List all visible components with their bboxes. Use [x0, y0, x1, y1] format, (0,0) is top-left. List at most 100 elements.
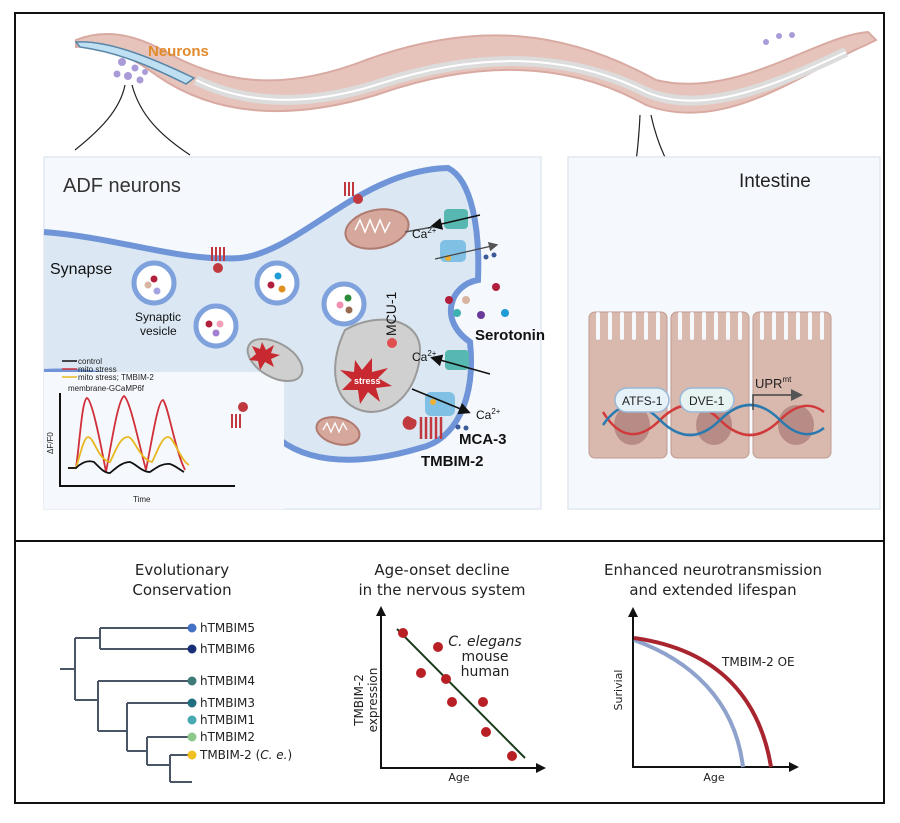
y-axis-arrow-icon	[628, 607, 638, 617]
tree-leaf-label: hTMBIM4	[200, 674, 255, 688]
lifespan-axes	[632, 616, 790, 768]
species-human: human	[461, 664, 510, 680]
tmbim-domain	[353, 194, 363, 204]
tmbim2-oe-label: TMBIM-2 OE	[721, 655, 795, 669]
ca-label: Ca2+	[412, 226, 437, 241]
decline-data-point	[416, 668, 426, 678]
trace-control	[68, 460, 185, 474]
lifespan-ylabel: Surivial	[612, 670, 625, 711]
tree-leaf-label: hTMBIM1	[200, 713, 255, 727]
tree-leaf-label: TMBIM-2 (C. e.)	[199, 748, 292, 762]
x-axis-arrow-icon	[789, 762, 799, 772]
mitochondrion-healthy	[344, 208, 410, 250]
tree-leaf-dot	[187, 698, 197, 708]
intestine-panel	[567, 156, 881, 510]
inset-axes	[59, 393, 235, 487]
synaptic-vesicle	[254, 260, 300, 306]
mca3-pump	[411, 388, 471, 431]
tree-leaf-dot	[187, 676, 197, 686]
mca3-pump	[434, 240, 499, 262]
trace-tmbim2	[68, 436, 190, 469]
mcu1-label: MCU-1	[383, 291, 399, 336]
y-axis-arrow-icon	[376, 606, 386, 616]
lifespan-title-line2: and extended lifespan	[629, 581, 796, 599]
upr-mt-label: UPRmt	[755, 375, 792, 391]
survival-curve-wildtype	[633, 638, 745, 768]
inset-xlabel: Time	[133, 495, 151, 504]
decline-data-point	[478, 697, 488, 707]
synaptic-vesicle	[321, 281, 367, 327]
legend-tmbim2: mito stress; TMBIM-2	[78, 373, 154, 382]
decline-data-point	[447, 697, 457, 707]
decline-axes	[380, 615, 537, 769]
lifespan-title-line1: Enhanced neurotransmission	[604, 561, 822, 579]
decline-ylabel-line1: TMBIM-2	[352, 674, 366, 727]
adf-neurons-title: ADF neurons	[63, 175, 181, 197]
microvilli	[596, 312, 824, 340]
upr-arrow	[752, 389, 803, 410]
evolution-title-line2: Conservation	[132, 581, 231, 599]
legend-mito-stress: mito stress	[78, 365, 117, 374]
synaptic-vesicle	[131, 260, 177, 306]
decline-title-line1: Age-onset decline	[374, 561, 509, 579]
stress-burst-icon	[340, 358, 392, 404]
lifespan-xlabel: Age	[703, 771, 725, 784]
trace-mito-stress	[68, 394, 186, 473]
tmbim2-label: TMBIM-2	[421, 453, 484, 470]
mcu1-channel	[387, 338, 397, 348]
inset-ylabel: ΔF/F0	[46, 432, 55, 454]
tree-leaf-label: hTMBIM5	[200, 621, 255, 635]
decline-data-point	[441, 674, 451, 684]
sensor-label: membrane-GCaMP6f	[68, 384, 145, 393]
tmbim-protein	[211, 182, 354, 428]
decline-data-point	[507, 751, 517, 761]
legend-control: control	[78, 357, 102, 366]
tree-leaf-label: hTMBIM3	[200, 696, 255, 710]
synapse-label: Synapse	[50, 261, 112, 278]
dve1-label: DVE-1	[689, 394, 725, 408]
calcium-trace-inset: control mito stress mito stress; TMBIM-2…	[46, 357, 235, 504]
adf-callout-line	[131, 84, 191, 156]
decline-data-point	[398, 628, 408, 638]
survival-curve-tmbim2-oe	[633, 636, 773, 768]
mitochondrion-healthy	[315, 416, 361, 446]
decline-xlabel: Age	[448, 771, 470, 784]
tmbim2-protein	[402, 416, 443, 439]
outer-frame	[14, 12, 885, 804]
mitochondrion-stressed	[246, 337, 304, 383]
tree-leaf-dot	[187, 644, 197, 654]
ca-label: Ca2+	[412, 349, 437, 364]
tree-leaf-label: hTMBIM2	[200, 730, 255, 744]
stress-burst-icon	[249, 342, 280, 370]
tmbim-domain	[238, 402, 248, 412]
tree-leaf-label: hTMBIM6	[200, 642, 255, 656]
phylogenetic-tree	[60, 627, 192, 783]
calcium-channel	[430, 350, 491, 375]
atfs1-label: ATFS-1	[622, 394, 663, 408]
worm-illustration	[74, 30, 878, 114]
atfs1-badge	[614, 387, 670, 413]
ca-label: Ca2+	[476, 407, 501, 422]
decline-data-point	[433, 642, 443, 652]
stress-label: stress	[354, 376, 381, 386]
dve1-badge	[679, 387, 735, 413]
serotonin-label: Serotonin	[475, 327, 545, 344]
tree-leaf-dot	[187, 715, 197, 725]
evolution-title-line1: Evolutionary	[135, 561, 229, 579]
tree-leaf-dot	[187, 732, 197, 742]
intestine-title: Intestine	[739, 171, 811, 192]
decline-title-line2: in the nervous system	[358, 581, 525, 599]
vesicle-label-line2: vesicle	[140, 324, 177, 338]
adf-callout-line	[74, 84, 126, 151]
vesicle-label-line1: Synaptic	[135, 310, 181, 324]
nucleus	[614, 405, 650, 445]
decline-trend-line	[396, 628, 526, 759]
calcium-channel	[404, 209, 481, 233]
neurons-label: Neurons	[148, 43, 209, 60]
tree-leaf-dot	[187, 623, 197, 633]
mca3-label: MCA-3	[459, 431, 507, 448]
decline-data-point	[481, 727, 491, 737]
serotonin-molecules	[445, 283, 509, 319]
x-axis-arrow-icon	[536, 763, 546, 773]
